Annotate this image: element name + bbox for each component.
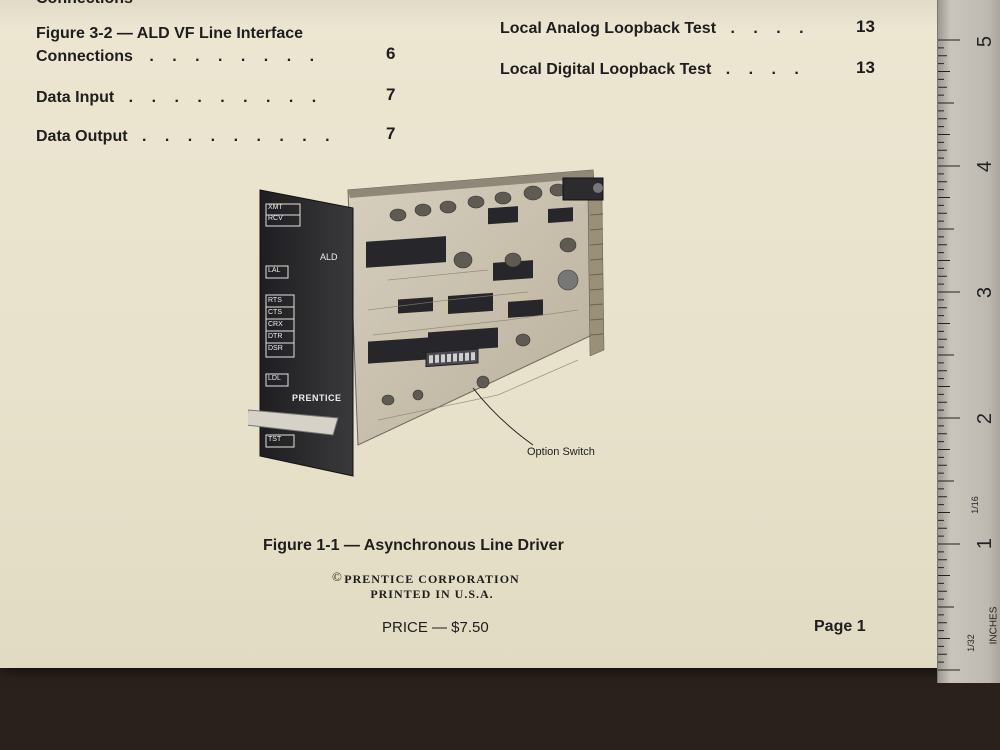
toc-page-number: 13	[856, 17, 875, 36]
toc-page-number: 13	[856, 58, 875, 77]
ruler-number-1: 1	[974, 537, 997, 550]
toc-entry-data-output: Data Output . . . . . . . . .	[36, 128, 337, 146]
ruler	[937, 0, 1000, 683]
line-driver-photo: XMT RCV ALD LAL RTS CTS CRX DTR DSR LDL …	[245, 160, 628, 480]
toc-page-number: 6	[386, 44, 396, 63]
toc-entry-label: Data Input	[36, 89, 115, 106]
toc-entry-label: Data Output	[36, 128, 128, 145]
toc-leader-dots: . . . . . . . . .	[142, 128, 337, 145]
panel-label-dsr: DSR	[268, 345, 283, 352]
document-page: Connections Figure 3-2 — ALD VF Line Int…	[0, 0, 945, 668]
edge-connector	[587, 197, 605, 357]
ruler-number-5: 5	[974, 35, 997, 48]
front-panel	[259, 189, 354, 477]
panel-label-lal: LAL	[268, 267, 281, 274]
toc-page-number: 7	[386, 124, 396, 143]
toc-entry-label: Local Digital Loopback Test	[500, 61, 712, 78]
ruler-number-2: 2	[974, 412, 997, 425]
toc-entry-figure-3-2-line2: Connections . . . . . . . .	[36, 48, 321, 66]
line-driver-illustration	[245, 169, 605, 477]
toc-entry-figure-3-2-title: Figure 3-2 — ALD VF Line Interface	[36, 25, 304, 42]
price-label: PRICE — $7.50	[382, 619, 489, 636]
copyright-block: © PRENTICE CORPORATION PRINTED IN U.S.A.	[332, 569, 532, 602]
panel-label-xmt: XMT	[268, 204, 283, 211]
panel-label-cts: CTS	[268, 309, 282, 316]
figure-caption: Figure 1-1 — Asynchronous Line Driver	[263, 537, 564, 554]
ruler-fraction-label: 1/16	[969, 496, 980, 514]
toc-entry-label: Local Analog Loopback Test	[500, 20, 717, 37]
toc-page-number: 7	[386, 85, 396, 104]
panel-label-tst: TST	[268, 436, 282, 443]
toc-leader-dots: . . . .	[730, 20, 811, 37]
copyright-symbol: ©	[332, 569, 343, 584]
ruler-number-4: 4	[974, 160, 997, 173]
toc-leader-dots: . . . . . . . .	[149, 48, 322, 65]
panel-label-rts: RTS	[268, 297, 282, 304]
toc-leader-dots: . . . . . . . . .	[128, 89, 324, 106]
option-switch	[425, 348, 479, 368]
page-number: Page 1	[814, 618, 866, 635]
capacitors	[381, 183, 579, 406]
panel-label-ldl: LDL	[268, 375, 281, 382]
ruler-ticks	[938, 39, 960, 671]
toc-entry-local-analog-loopback: Local Analog Loopback Test . . . .	[500, 20, 811, 38]
callout-leader	[472, 387, 534, 446]
option-switch-callout: Option Switch	[527, 446, 595, 458]
copyright-line-1: PRENTICE CORPORATION	[344, 572, 520, 586]
panel-label-crx: CRX	[268, 321, 283, 328]
panel-model-label: ALD	[320, 252, 338, 262]
ruler-number-3: 3	[974, 286, 997, 299]
toc-cut-line: Connections	[36, 0, 133, 8]
copyright-line-2: PRINTED IN U.S.A.	[370, 587, 494, 601]
panel-label-rcv: RCV	[268, 215, 283, 222]
panel-label-dtr: DTR	[268, 333, 283, 340]
toc-entry-label: Connections	[36, 48, 133, 65]
panel-brand-label: PRENTICE	[292, 393, 342, 403]
toc-entry-data-input: Data Input . . . . . . . . .	[36, 89, 323, 107]
toc-leader-dots: . . . .	[725, 61, 806, 78]
ruler-fraction-label-2: 1/32	[965, 634, 976, 652]
ruler-unit-label: INCHES	[988, 606, 1000, 645]
connector-jack	[562, 177, 604, 201]
integrated-circuits	[366, 206, 573, 364]
toc-entry-local-digital-loopback: Local Digital Loopback Test . . . .	[500, 61, 806, 79]
